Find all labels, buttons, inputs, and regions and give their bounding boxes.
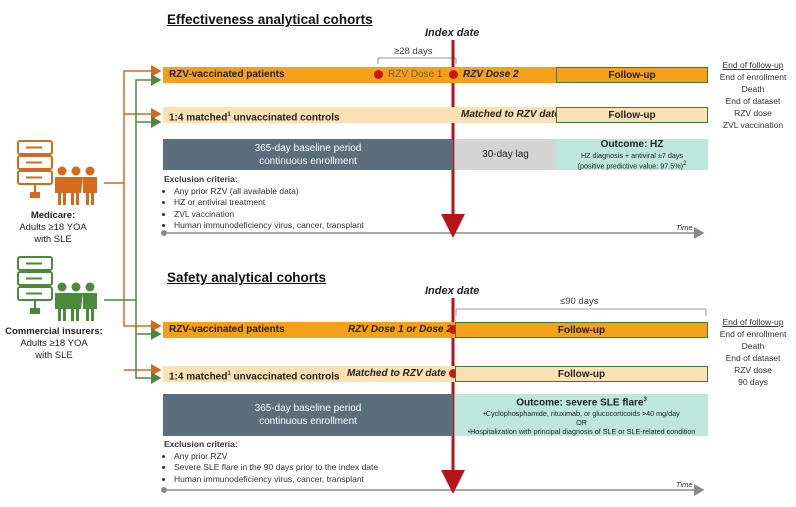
effectiveness-exclusion-title: Exclusion criteria:	[164, 174, 238, 184]
safety-exclusion-criteria: Exclusion criteria: Any prior RZV Severe…	[164, 439, 378, 485]
safety-matched-label: 1:4 matched1 unvaccinated controls	[169, 371, 340, 383]
medicare-database-people-icon	[17, 140, 97, 205]
end-list-item: Death	[741, 341, 765, 351]
safety-dose-dot	[449, 325, 458, 334]
safety-exclusion-item: Any prior RZV	[174, 451, 378, 463]
end-list-item: End of follow-up	[722, 317, 784, 327]
commercial-line1: Adults ≥18 YOA	[20, 338, 88, 349]
end-list-item: End of dataset	[725, 353, 781, 363]
effectiveness-lag-box: 30-day lag	[455, 139, 556, 170]
end-list-item: End of dataset	[725, 96, 781, 106]
effectiveness-exclusion-item: Any prior RZV (all available data)	[174, 186, 364, 198]
effectiveness-days-label: ≥28 days	[394, 46, 433, 57]
effectiveness-dose1-label: RZV Dose 1	[388, 69, 443, 80]
medicare-label: Medicare: Adults ≥18 YOA with SLE	[2, 210, 104, 246]
effectiveness-matched-label: 1:4 matched1 unvaccinated controls	[169, 112, 340, 124]
end-list-item: 90 days	[738, 377, 768, 387]
commercial-database-people-icon	[17, 256, 97, 321]
effectiveness-dose2-dot	[449, 70, 458, 79]
effectiveness-exclusion-item: ZVL vaccination	[174, 209, 364, 221]
safety-baseline-box: 365-day baseline period continuous enrol…	[163, 394, 453, 436]
commercial-label: Commercial insurers: Adults ≥18 YOA with…	[0, 326, 108, 362]
medicare-line1: Adults ≥18 YOA	[19, 222, 87, 233]
effectiveness-outcome-title: Outcome: HZ	[600, 138, 664, 150]
safety-outcome-box: Outcome: severe SLE flare3 •Cyclophospha…	[455, 394, 708, 436]
effectiveness-baseline-line1: 365-day baseline period	[254, 142, 362, 154]
effectiveness-index-date-label: Index date	[425, 27, 480, 39]
safety-outcome-line1: •Cyclophosphamide, rituximab, or glucoco…	[483, 409, 680, 419]
safety-days-label: ≤90 days	[560, 296, 599, 307]
safety-vaccinated-label: RZV-vaccinated patients	[169, 324, 285, 335]
safety-index-date-label: Index date	[425, 285, 480, 297]
safety-baseline-line2: continuous enrollment	[259, 416, 357, 427]
end-list-item: ZVL vaccination	[722, 120, 784, 130]
effectiveness-matched-followup: Follow-up	[556, 107, 708, 123]
effectiveness-dose1-dot	[374, 70, 383, 79]
end-list-item: Death	[741, 84, 765, 94]
safety-vaccinated-followup: Follow-up	[455, 322, 708, 338]
end-list-item: RZV dose	[734, 108, 772, 118]
safety-outcome-title: Outcome: severe SLE flare3	[516, 396, 647, 409]
safety-outcome-line2: OR	[576, 418, 587, 428]
end-list-item: RZV dose	[734, 365, 772, 375]
effectiveness-dose2-label: RZV Dose 2	[463, 69, 519, 80]
safety-exclusion-item: Human immunodeficiency virus, cancer, tr…	[174, 474, 378, 486]
effectiveness-exclusion-item: Human immunodeficiency virus, cancer, tr…	[174, 220, 364, 232]
safety-outcome-line3: •Hospitalization with principal diagnosi…	[467, 427, 696, 437]
safety-exclusion-item: Severe SLE flare in the 90 days prior to…	[174, 462, 378, 474]
safety-matched-to-label: Matched to RZV date	[347, 368, 446, 379]
safety-time-label: Time	[676, 480, 693, 489]
effectiveness-time-label: Time	[676, 223, 693, 232]
effectiveness-exclusion-item: HZ or antiviral treatment	[174, 197, 364, 209]
commercial-line2: with SLE	[35, 350, 73, 361]
end-list-item: End of follow-up	[722, 60, 784, 70]
end-list-item: End of enrollment	[719, 72, 787, 82]
effectiveness-outcome-box: Outcome: HZ HZ diagnosis + antiviral ±7 …	[556, 139, 708, 170]
effectiveness-end-list: End of follow-up End of enrollment Death…	[712, 59, 794, 131]
commercial-name: Commercial insurers:	[5, 326, 103, 337]
medicare-name: Medicare:	[30, 210, 76, 221]
safety-dose-label: RZV Dose 1 or Dose 2	[348, 324, 452, 335]
safety-matched-followup: Follow-up	[455, 366, 708, 382]
safety-title: Safety analytical cohorts	[167, 270, 327, 285]
effectiveness-exclusion-criteria: Exclusion criteria: Any prior RZV (all a…	[164, 174, 364, 232]
end-list-item: End of enrollment	[719, 329, 787, 339]
effectiveness-outcome-line2: (positive predictive value: 97.5%)2	[577, 160, 687, 171]
effectiveness-outcome-line1: HZ diagnosis + antiviral ±7 days	[580, 150, 684, 160]
safety-exclusion-title: Exclusion criteria:	[164, 439, 238, 449]
effectiveness-vaccinated-followup: Follow-up	[556, 67, 708, 83]
effectiveness-baseline-box: 365-day baseline period continuous enrol…	[163, 139, 453, 170]
medicare-line2: with SLE	[34, 234, 72, 245]
safety-matched-dot	[449, 369, 458, 378]
safety-end-list: End of follow-up End of enrollment Death…	[712, 316, 794, 388]
effectiveness-matched-to-label: Matched to RZV date	[461, 109, 560, 120]
effectiveness-baseline-line2: continuous enrollment	[259, 155, 357, 167]
effectiveness-vaccinated-label: RZV-vaccinated patients	[169, 69, 285, 80]
effectiveness-title: Effectiveness analytical cohorts	[167, 12, 373, 27]
safety-baseline-line1: 365-day baseline period	[254, 403, 362, 414]
